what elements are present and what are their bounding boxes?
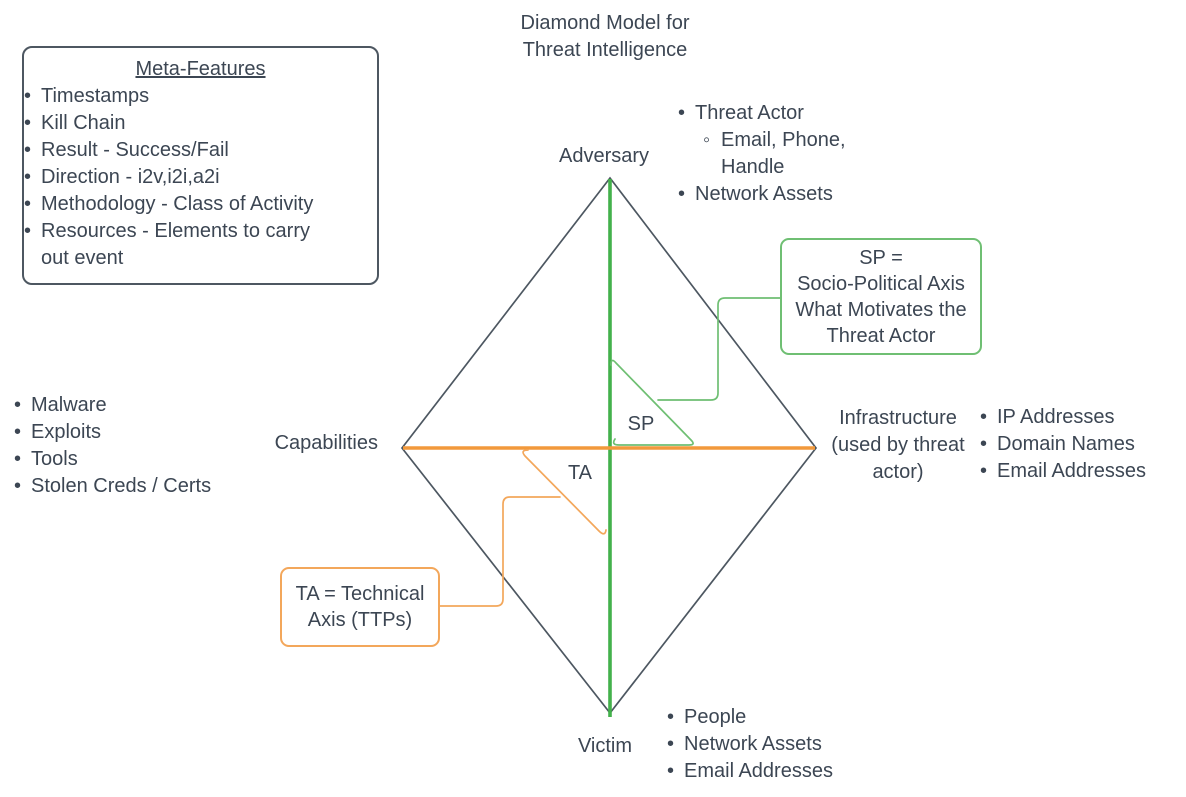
list-item: Network Assets — [678, 181, 893, 208]
victim-attributes-list: People Network Assets Email Addresses — [667, 704, 877, 785]
diagram-title-line2: Threat Intelligence — [522, 39, 688, 61]
sp-callout-line: Socio-Political Axis — [797, 272, 965, 295]
list-item: Methodology - Class of Activity — [24, 191, 330, 218]
list-item: Domain Names — [980, 431, 1180, 458]
list-item: IP Addresses — [980, 404, 1180, 431]
sp-callout-line: SP = — [859, 246, 903, 269]
ta-callout-line: TA = Technical — [295, 583, 425, 605]
list-item: Tools — [14, 446, 244, 473]
list-item: Direction - i2v,i2i,a2i — [24, 164, 330, 191]
list-item: Threat Actor Email, Phone, Handle — [678, 100, 893, 181]
meta-features-list: Timestamps Kill Chain Result - Success/F… — [24, 83, 330, 272]
list-item: Stolen Creds / Certs — [14, 473, 244, 500]
meta-features-title: Meta-Features — [135, 58, 266, 80]
list-item: Timestamps — [24, 83, 330, 110]
infrastructure-label-line: (used by threat — [831, 434, 965, 456]
ta-axis-label: TA — [567, 462, 593, 484]
list-item: Result - Success/Fail — [24, 137, 330, 164]
list-item: Email Addresses — [980, 458, 1180, 485]
diagram-title-line1: Diamond Model for — [520, 12, 690, 34]
meta-features-box: Meta-Features Timestamps Kill Chain Resu… — [22, 46, 379, 285]
sp-callout-line: Threat Actor — [826, 324, 936, 347]
infrastructure-label-line: Infrastructure — [839, 407, 957, 429]
list-item: Email, Phone, Handle — [703, 127, 853, 181]
diagram-title: Diamond Model for Threat Intelligence — [440, 10, 770, 64]
sp-axis-label: SP — [627, 413, 655, 435]
list-item: People — [667, 704, 877, 731]
sp-callout-box: SP = Socio-Political Axis What Motivates… — [780, 238, 982, 355]
vertex-label-capabilities: Capabilities — [274, 432, 378, 454]
list-item: Resources - Elements to carry out event — [24, 218, 330, 272]
capabilities-attributes-list: Malware Exploits Tools Stolen Creds / Ce… — [14, 392, 244, 500]
vertex-label-adversary: Adversary — [558, 145, 650, 167]
list-item: Malware — [14, 392, 244, 419]
list-item: Email Addresses — [667, 758, 877, 785]
list-item-label: Threat Actor — [695, 102, 804, 124]
adversary-sub-list: Email, Phone, Handle — [703, 127, 853, 181]
ta-callout-leader — [439, 496, 561, 607]
sp-angle-marker — [610, 359, 694, 446]
sp-callout-line: What Motivates the — [795, 298, 967, 321]
sp-callout-leader — [657, 297, 781, 401]
ta-angle-marker — [522, 449, 607, 535]
vertex-label-victim: Victim — [577, 735, 633, 757]
ta-callout-line: Axis (TTPs) — [307, 609, 413, 631]
ta-callout-box: TA = Technical Axis (TTPs) — [280, 567, 440, 647]
adversary-attributes-list: Threat Actor Email, Phone, Handle Networ… — [678, 100, 893, 208]
list-item: Exploits — [14, 419, 244, 446]
infrastructure-attributes-list: IP Addresses Domain Names Email Addresse… — [980, 404, 1180, 485]
vertex-label-infrastructure: Infrastructure (used by threat actor) — [818, 405, 978, 486]
infrastructure-label-line: actor) — [872, 461, 924, 483]
list-item: Kill Chain — [24, 110, 330, 137]
list-item: Network Assets — [667, 731, 877, 758]
